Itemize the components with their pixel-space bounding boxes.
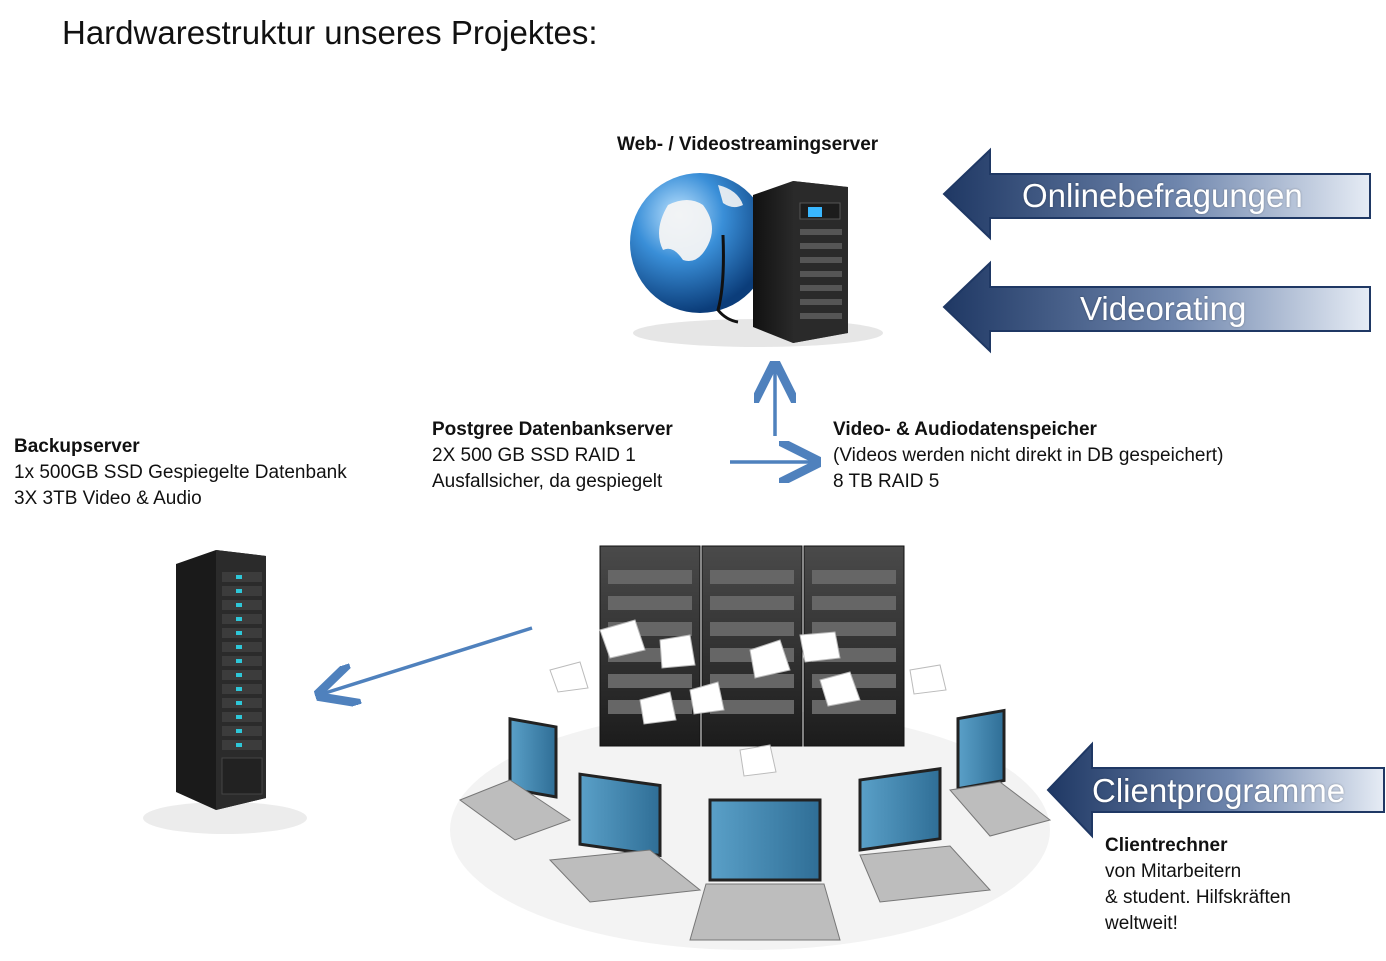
backup-line1: 1x 500GB SSD Gespiegelte Datenbank bbox=[14, 462, 347, 483]
clients-info: Clientrechner von Mitarbeitern & student… bbox=[1105, 833, 1291, 937]
db-title: Postgree Datenbankserver bbox=[432, 419, 673, 440]
storage-info: Video- & Audiodatenspeicher (Videos werd… bbox=[833, 417, 1223, 495]
banner-arrow-online bbox=[942, 147, 1371, 241]
rack-cluster-icon bbox=[599, 545, 905, 747]
webserver-label: Web- / Videostreamingserver bbox=[617, 134, 879, 155]
db-line1: 2X 500 GB SSD RAID 1 bbox=[432, 445, 636, 466]
banner-arrow-client bbox=[1046, 741, 1385, 839]
arrow-db-to-backup bbox=[322, 626, 533, 694]
backup-title: Backupserver bbox=[14, 436, 140, 457]
page-title: Hardwarestruktur unseres Projektes: bbox=[62, 14, 598, 51]
banner-onlinebefragungen: Onlinebefragungen bbox=[1022, 177, 1303, 214]
backup-info: Backupserver 1x 500GB SSD Gespiegelte Da… bbox=[14, 434, 347, 512]
laptop-icons bbox=[458, 708, 1052, 941]
banner-clientprogramme: Clientprogramme bbox=[1092, 772, 1346, 809]
clients-line2: & student. Hilfskräften bbox=[1105, 887, 1291, 908]
banner-videorating: Videorating bbox=[1080, 290, 1247, 327]
db-info: Postgree Datenbankserver 2X 500 GB SSD R… bbox=[432, 417, 673, 495]
backup-line2: 3X 3TB Video & Audio bbox=[14, 488, 202, 509]
backup-server-image bbox=[143, 550, 307, 834]
clients-line1: von Mitarbeitern bbox=[1105, 861, 1242, 882]
clients-line3: weltweit! bbox=[1105, 913, 1178, 934]
storage-title: Video- & Audiodatenspeicher bbox=[833, 419, 1097, 440]
webserver-image bbox=[630, 173, 883, 347]
db-line2: Ausfallsicher, da gespiegelt bbox=[432, 471, 663, 492]
storage-line1: (Videos werden nicht direkt in DB gespei… bbox=[833, 445, 1224, 466]
clients-title: Clientrechner bbox=[1105, 835, 1228, 856]
storage-line2: 8 TB RAID 5 bbox=[833, 471, 940, 492]
banner-arrow-video bbox=[942, 260, 1371, 354]
server-farm-image bbox=[450, 545, 1052, 950]
